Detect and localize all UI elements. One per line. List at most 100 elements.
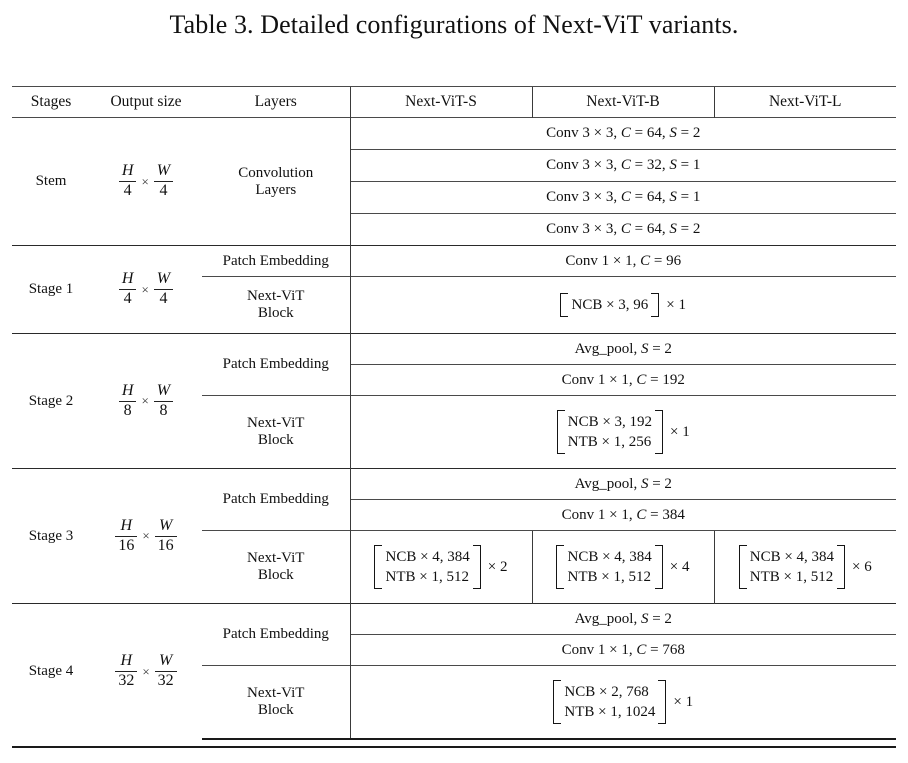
stage-1-patch-row-1: Conv 1 × 1, C = 96 — [349, 245, 896, 277]
table-caption: Table 3. Detailed configurations of Next… — [169, 10, 739, 39]
column-header-next-vit-l: Next-ViT-L — [713, 86, 896, 118]
fraction-w: W 4 — [153, 270, 174, 308]
block-multiplier: × 1 — [666, 296, 687, 313]
table-row: Conv 1 × 1, C = 384 — [12, 499, 896, 531]
table-row: Next-ViT Block NCB × 3, 192 NTB × 1, 256… — [12, 395, 897, 469]
fraction-w: W 32 — [154, 652, 177, 690]
table-row: Stem H 4 × W 4 Convolution Layers Conv 3… — [12, 117, 896, 246]
output-size-stage-3: H 16 × W 16 — [90, 468, 202, 604]
block-label-stage-4: Next-ViT Block — [202, 665, 350, 740]
table-container: Stages Output size Layers Next-ViT-S Nex… — [12, 86, 896, 740]
bracket-right-icon — [837, 545, 846, 589]
matrix-rows: NCB × 3, 192 NTB × 1, 256 — [567, 414, 653, 450]
fraction-h: H 8 — [118, 382, 137, 420]
block-multiplier: × 4 — [669, 558, 690, 575]
table-row: Stage 1 H 4 × W 4 Patch Embedding Conv 1… — [12, 245, 896, 334]
times-glyph: × — [142, 528, 150, 543]
fraction-w: W 4 — [153, 162, 174, 200]
matrix-rows: NCB × 2, 768 NTB × 1, 1024 — [564, 684, 656, 720]
block-label-stage-1: Next-ViT Block — [202, 276, 350, 334]
stem-conv-row-2: Conv 3 × 3, C = 32, S = 1 — [349, 149, 896, 182]
stage-3-patch-row-1: Avg_pool, S = 2 — [349, 468, 896, 500]
stage-2-patch-row-2: Conv 1 × 1, C = 192 — [349, 364, 896, 396]
bracket-left-icon — [556, 410, 565, 454]
matrix-rows: NCB × 3, 96 — [571, 297, 649, 313]
output-size-stage-4: H 32 × W 32 — [90, 603, 202, 739]
fraction-h: H 4 — [118, 162, 137, 200]
table-row: Next-ViT Block NCB × 2, 768 NTB × 1, 102… — [12, 665, 897, 740]
matrix-rows: NCB × 4, 384 NTB × 1, 512 — [567, 549, 652, 585]
stage-2-patch-row-1: Avg_pool, S = 2 — [349, 333, 896, 365]
matrix-wrapper: NCB × 4, 384 NTB × 1, 512 × 2 — [351, 531, 532, 603]
matrix-wrapper: NCB × 3, 96 × 1 — [351, 277, 897, 333]
bracket-left-icon — [556, 545, 565, 589]
stem-conv-row-4: Conv 3 × 3, C = 64, S = 2 — [349, 213, 896, 246]
bracket-right-icon — [654, 545, 663, 589]
block-multiplier: × 1 — [673, 693, 694, 710]
block-multiplier: × 6 — [852, 558, 872, 575]
matrix-wrapper: NCB × 2, 768 NTB × 1, 1024 × 1 — [351, 666, 897, 738]
fraction-w: W 16 — [154, 517, 177, 555]
table-row: Conv 1 × 1, C = 192 — [12, 364, 896, 396]
output-size-stem: H 4 × W 4 — [90, 117, 202, 246]
table-row: Stage 2 H 8 × W 8 Patch Embedding Avg_po… — [12, 333, 896, 469]
bracket-left-icon — [560, 293, 569, 317]
block-matrix: NCB × 3, 96 — [560, 293, 660, 317]
bracket-right-icon — [651, 293, 660, 317]
stage-name-stage-2: Stage 2 — [12, 333, 90, 469]
stage-3-patch-row-2: Conv 1 × 1, C = 384 — [349, 499, 896, 531]
table-row: Conv 3 × 3, C = 64, S = 1 — [12, 181, 896, 214]
output-size-stage-1: H 4 × W 4 — [90, 245, 202, 334]
matrix-wrapper: NCB × 4, 384 NTB × 1, 512 × 6 — [715, 531, 897, 603]
stage-4-patch-row-2: Conv 1 × 1, C = 768 — [349, 634, 896, 666]
block-matrix: NCB × 4, 384 NTB × 1, 512 — [738, 545, 846, 589]
stem-conv-row-3: Conv 3 × 3, C = 64, S = 1 — [349, 181, 896, 214]
block-label-stage-3: Next-ViT Block — [202, 530, 350, 604]
table-row: Stage 3 H 16 × W 16 Patch Embedding Avg_… — [12, 468, 896, 604]
matrix-rows: NCB × 4, 384 NTB × 1, 512 — [385, 549, 470, 585]
table-row: Conv 1 × 1, C = 768 — [12, 634, 896, 666]
fraction-w: W 8 — [153, 382, 174, 420]
matrix-wrapper: NCB × 3, 192 NTB × 1, 256 × 1 — [351, 396, 897, 468]
stage-name-stem: Stem — [12, 117, 90, 246]
patch-embedding-label-stage-2: Patch Embedding — [202, 333, 350, 396]
stage-3-block-next-vit-s: NCB × 4, 384 NTB × 1, 512 × 2 — [349, 530, 532, 604]
stage-name-stage-1: Stage 1 — [12, 245, 90, 334]
block-multiplier: × 2 — [487, 558, 508, 575]
fraction-h: H 32 — [115, 652, 138, 690]
stage-name-stage-3: Stage 3 — [12, 468, 90, 604]
patch-embedding-label-stage-3: Patch Embedding — [202, 468, 350, 531]
bracket-left-icon — [374, 545, 383, 589]
times-glyph: × — [141, 281, 149, 297]
block-label-stage-2: Next-ViT Block — [202, 395, 350, 469]
block-matrix: NCB × 4, 384 NTB × 1, 512 — [374, 545, 481, 589]
times-glyph: × — [141, 173, 149, 189]
block-multiplier: × 1 — [670, 423, 690, 440]
stage-4-patch-row-1: Avg_pool, S = 2 — [349, 603, 896, 635]
column-header-next-vit-b: Next-ViT-B — [531, 86, 714, 118]
stage-3-block-next-vit-l: NCB × 4, 384 NTB × 1, 512 × 6 — [713, 530, 897, 604]
output-size-stage-2: H 8 × W 8 — [90, 333, 202, 469]
stage-2-block-shared: NCB × 3, 192 NTB × 1, 256 × 1 — [349, 395, 897, 469]
table-bottom-rule — [12, 746, 896, 749]
stem-conv-row-1: Conv 3 × 3, C = 64, S = 2 — [349, 117, 896, 150]
stage-3-block-next-vit-b: NCB × 4, 384 NTB × 1, 512 × 4 — [531, 530, 714, 604]
bracket-right-icon — [655, 410, 664, 454]
bracket-right-icon — [472, 545, 481, 589]
block-matrix: NCB × 2, 768 NTB × 1, 1024 — [553, 680, 667, 724]
table-row: Conv 3 × 3, C = 32, S = 1 — [12, 149, 896, 182]
table-row: Stage 4 H 32 × W 32 Patch Embedding Avg_… — [12, 603, 896, 739]
bracket-left-icon — [738, 545, 747, 589]
matrix-wrapper: NCB × 4, 384 NTB × 1, 512 × 4 — [533, 531, 714, 603]
stage-name-stage-4: Stage 4 — [12, 603, 90, 739]
bracket-right-icon — [658, 680, 667, 724]
stage-1-block-shared: NCB × 3, 96 × 1 — [349, 276, 897, 334]
column-header-layers: Layers — [202, 86, 350, 118]
block-matrix: NCB × 4, 384 NTB × 1, 512 — [556, 545, 663, 589]
matrix-rows: NCB × 4, 384 NTB × 1, 512 — [749, 549, 835, 585]
layer-label-stem: Convolution Layers — [202, 117, 350, 246]
column-header-output-size: Output size — [90, 86, 202, 118]
fraction-h: H 16 — [115, 517, 138, 555]
times-glyph: × — [142, 663, 150, 679]
fraction-h: H 4 — [118, 270, 137, 308]
